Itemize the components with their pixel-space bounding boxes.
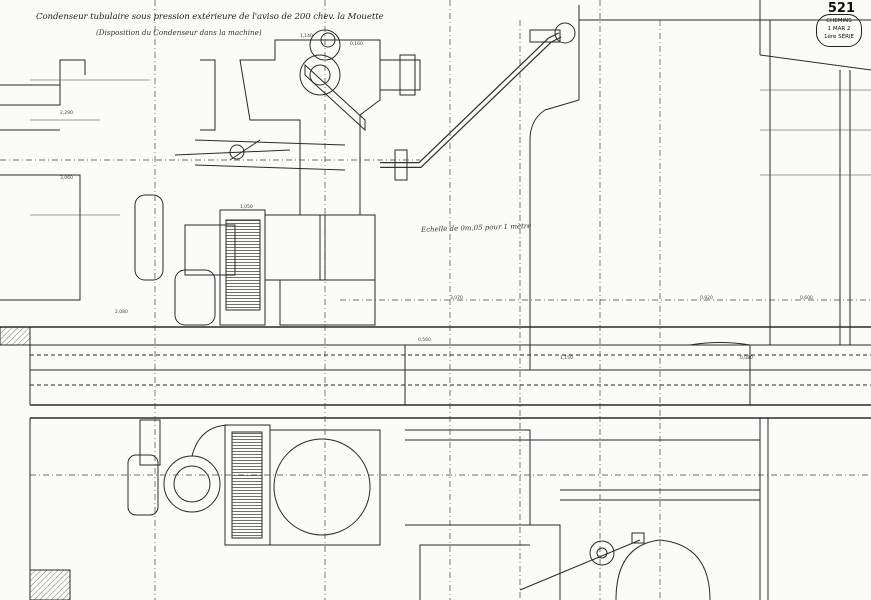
drawing-subtitle: (Disposition du Condenseur dans la machi… xyxy=(96,28,262,37)
title-block: Condenseur tubulaire sous pression extér… xyxy=(36,12,384,37)
stamp-line-2: 1 MAR 2 xyxy=(827,26,851,32)
dimension-label: 0,560 xyxy=(418,338,431,343)
condenser-tubes xyxy=(225,219,261,311)
dimension-label: 3,060 xyxy=(60,176,73,181)
plate-number: 521 xyxy=(827,1,855,16)
receiver xyxy=(134,194,164,281)
dimension-label: 1,050 xyxy=(240,205,253,210)
stamp-line-1: CHEMINS xyxy=(826,18,852,24)
condenser-shell-plan xyxy=(273,438,371,536)
dimension-label: 0,080 xyxy=(740,356,753,361)
pump-cylinder xyxy=(174,269,216,326)
dimension-label: 3,070 xyxy=(450,296,463,301)
dimension-label: 1,140 xyxy=(300,34,313,39)
dimension-label: 1,150 xyxy=(560,356,573,361)
tube-bundle-plan xyxy=(224,424,271,546)
dimension-lines xyxy=(30,79,871,216)
dimension-label: 0,160 xyxy=(350,42,363,47)
dimension-label: 2,080 xyxy=(115,310,128,315)
drawing-title: Condenseur tubulaire sous pression extér… xyxy=(36,12,384,22)
archive-stamp: CHEMINS 1 MAR 2 1ère SÉRIE xyxy=(816,14,862,47)
dimension-label: 0,920 xyxy=(700,296,713,301)
stamp-line-3: 1ère SÉRIE xyxy=(823,34,855,40)
dimension-label: 0,600 xyxy=(800,296,813,301)
eccentric xyxy=(299,54,341,96)
dimension-label: 2,290 xyxy=(60,111,73,116)
